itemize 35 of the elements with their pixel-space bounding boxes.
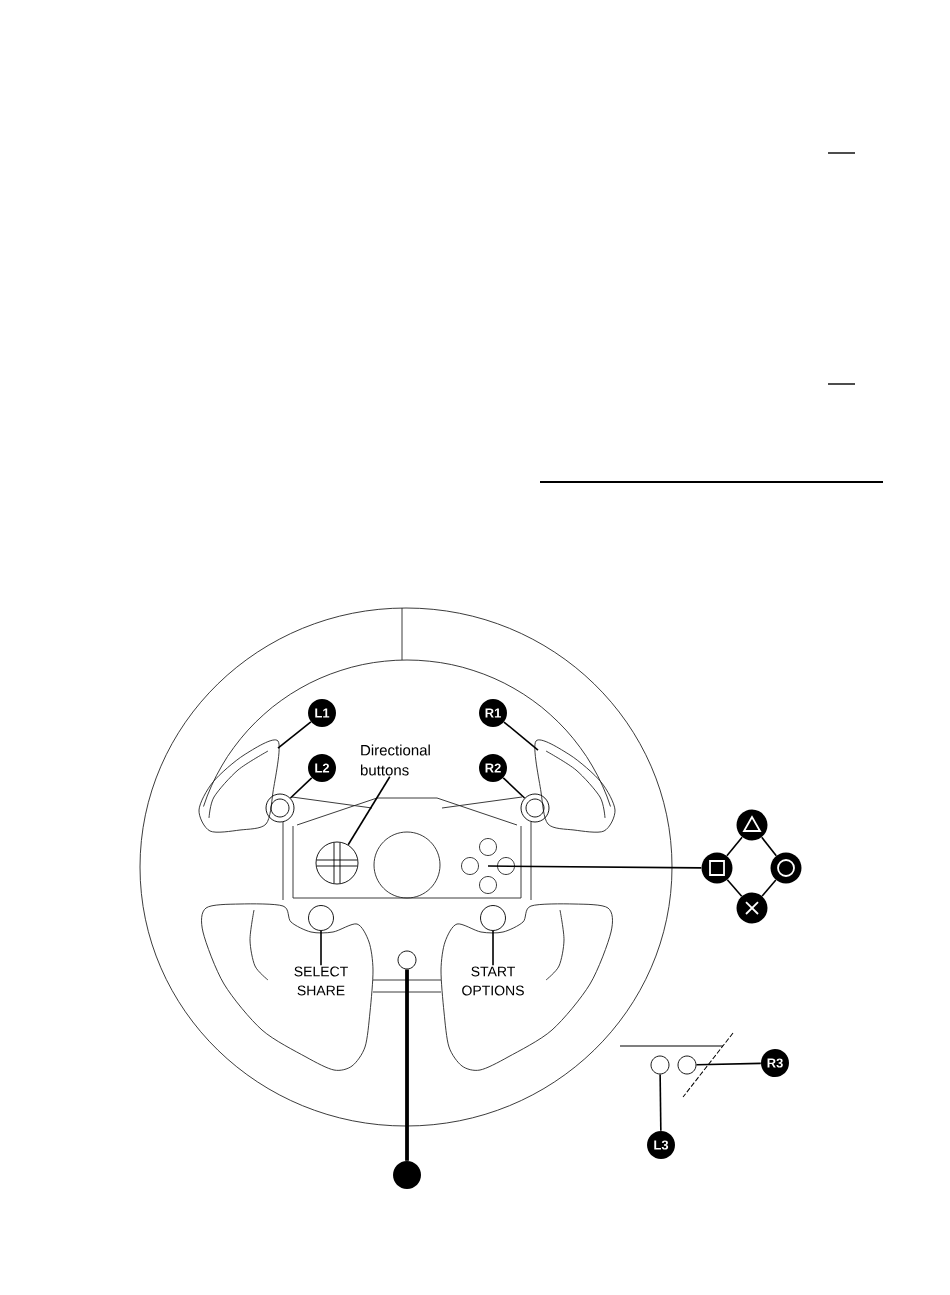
part-label: START OPTIONS [462,966,524,996]
button-circle [397,950,417,970]
callout-badge: L3 [647,1131,675,1159]
button-ring [265,793,295,823]
leader-line [503,721,539,751]
leader-line [492,930,494,967]
part-label: Directional buttons [361,744,430,776]
leader-line [695,1062,762,1066]
callout-badge: L1 [308,699,336,727]
leader-line [487,865,703,869]
leader-line [289,777,313,799]
button-circle [677,1055,697,1075]
button-circle [480,905,506,931]
leader-line [502,777,526,799]
leader-line [405,969,409,1161]
button-circle [308,905,334,931]
circle-icon [770,852,802,884]
callout-disc [393,1161,421,1189]
leader-line [659,1073,662,1132]
button-circle [650,1055,670,1075]
leader-line [347,775,391,846]
connector-line [761,879,777,897]
part-label: SELECT SHARE [294,966,348,996]
button-ring [520,793,550,823]
dpad-icon [315,841,359,885]
connector-line [726,879,743,897]
connector-line [760,836,778,857]
leader-line [320,930,322,967]
callout-badge: R1 [479,699,507,727]
callout-badge: R3 [761,1049,789,1077]
leader-line [277,721,312,749]
connector-line [726,836,743,857]
callout-badge: L2 [308,754,336,782]
callout-badge: R2 [479,754,507,782]
cross-icon [736,892,768,924]
